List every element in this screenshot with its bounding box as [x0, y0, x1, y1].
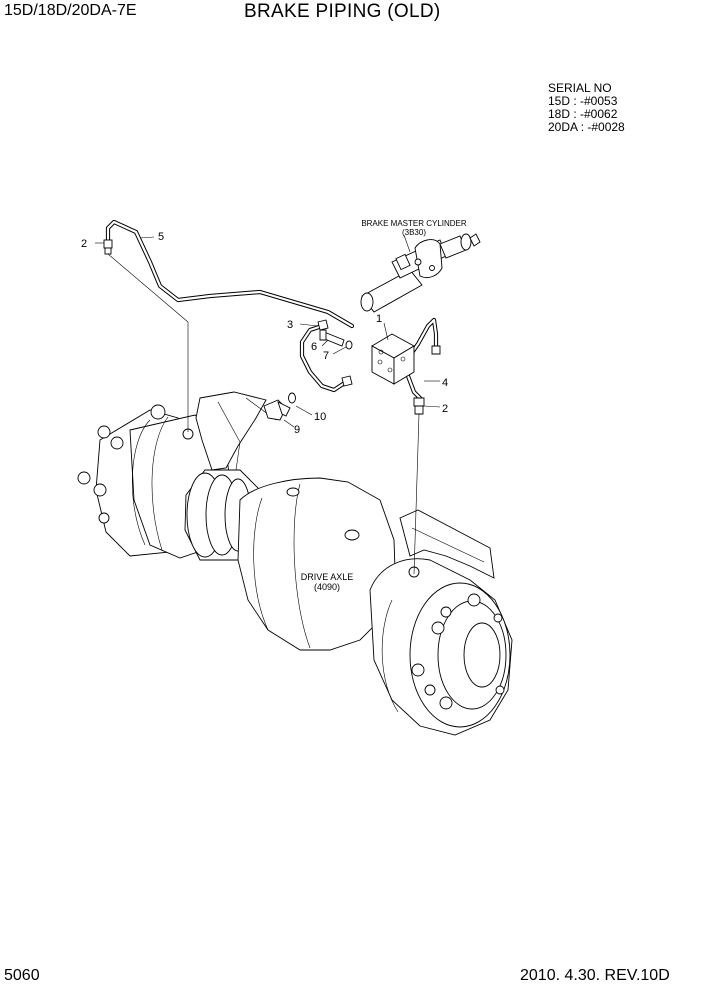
serial-number-block: SERIAL NO 15D : -#0053 18D : -#0062 20DA…: [548, 82, 625, 134]
serial-line: 20DA : -#0028: [548, 120, 625, 134]
fitting-2-left: [103, 239, 113, 249]
o-ring-10: [288, 392, 296, 404]
fitting-2-right: [413, 397, 425, 415]
leader-lines: [95, 234, 441, 575]
brake-pipe-5: [105, 219, 355, 329]
callout-2-left: 2: [81, 238, 87, 250]
brake-pipe-3: [299, 323, 349, 393]
stop-lamp-switch-9: [263, 399, 291, 421]
callout-5: 5: [158, 231, 164, 243]
master-cylinder-code: (3B30): [402, 228, 426, 237]
serial-line: 15D : -#0053: [548, 94, 618, 108]
callout-1: 1: [376, 313, 382, 325]
washer-7: [345, 340, 353, 350]
date-revision: 2010. 4.30. REV.10D: [520, 967, 670, 984]
model-code: 15D/18D/20DA-7E: [4, 2, 137, 19]
drive-axle-label: DRIVE AXLE: [301, 572, 354, 582]
callout-4: 4: [442, 377, 448, 389]
brake-pipe-4: [401, 317, 439, 401]
callout-9: 9: [294, 424, 300, 436]
drive-axle: [77, 391, 513, 736]
brake-master-cylinder: [360, 233, 481, 313]
master-cylinder-label: BRAKE MASTER CYLINDER: [361, 219, 467, 228]
left-axle-bracket: [195, 391, 267, 471]
bolt-6: [319, 329, 345, 347]
page-title: BRAKE PIPING (OLD): [244, 1, 441, 22]
callout-3: 3: [287, 319, 293, 331]
right-wheel-hub: [369, 558, 513, 736]
brake-valve-block-1: [371, 333, 415, 385]
drive-axle-code: (4090): [314, 582, 340, 592]
callout-6: 6: [311, 341, 317, 353]
page-number: 5060: [4, 967, 40, 984]
callout-7: 7: [323, 350, 329, 362]
serial-heading: SERIAL NO: [548, 81, 612, 95]
serial-line: 18D : -#0062: [548, 107, 618, 121]
differential-housing: [237, 477, 397, 651]
callout-2-right: 2: [442, 403, 448, 415]
callout-10: 10: [314, 411, 326, 423]
